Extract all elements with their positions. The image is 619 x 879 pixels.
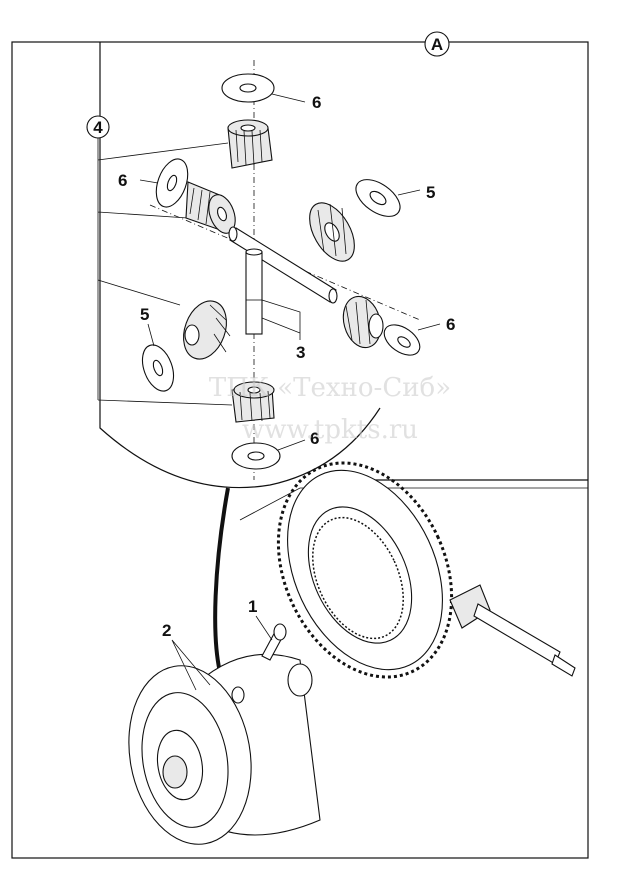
view-marker-label: A (431, 35, 443, 54)
callout-2-leader (171, 639, 211, 691)
callout-5-upper: 5 (426, 183, 435, 202)
thrust-washer-left-lower (141, 323, 175, 392)
callout-4-leaders (97, 138, 233, 406)
callout-2: 2 (162, 621, 171, 640)
callout-4-label: 4 (93, 118, 103, 137)
drive-pinion (449, 584, 576, 677)
pinion-gear-top (227, 119, 273, 169)
watermark-line-2: www.tpkts.ru (242, 415, 418, 445)
ring-gear (276, 461, 454, 679)
callout-6-bottom: 6 (310, 429, 319, 448)
watermark-line-1: ТПК «Техно-Сиб» (209, 373, 451, 403)
callout-6-top: 6 (312, 93, 321, 112)
ring-gear-panel-edge (239, 487, 588, 521)
callout-4: 4 (86, 115, 233, 406)
detail-view-boundary (99, 42, 381, 489)
view-marker-a: A (424, 31, 450, 57)
detail-leader (213, 487, 230, 681)
thrust-washer-right-upper (355, 179, 421, 217)
pinion-gear-bottom (231, 381, 275, 423)
outer-frame (11, 41, 589, 859)
pinion-gear-right-lower (342, 295, 384, 349)
side-gear-lower-left (183, 300, 231, 360)
differential-housing (128, 653, 321, 845)
callout-1-leader (255, 615, 273, 641)
callout-5-lower: 5 (140, 305, 149, 324)
callout-6-right: 6 (446, 315, 455, 334)
callout-1: 1 (248, 597, 257, 616)
thrust-washer-right-lower (383, 323, 441, 356)
side-gear-left (185, 181, 236, 234)
callout-3: 3 (296, 343, 305, 362)
thrust-washer-top (221, 73, 306, 103)
thrust-washer-bottom (231, 439, 306, 470)
cross-shaft-horizontal (228, 226, 338, 304)
callout-6-left: 6 (118, 171, 127, 190)
thrust-washer-left (139, 158, 189, 208)
callout-3-leader (261, 299, 301, 340)
cross-shaft-vertical (245, 248, 263, 335)
side-gear-right (309, 202, 355, 262)
